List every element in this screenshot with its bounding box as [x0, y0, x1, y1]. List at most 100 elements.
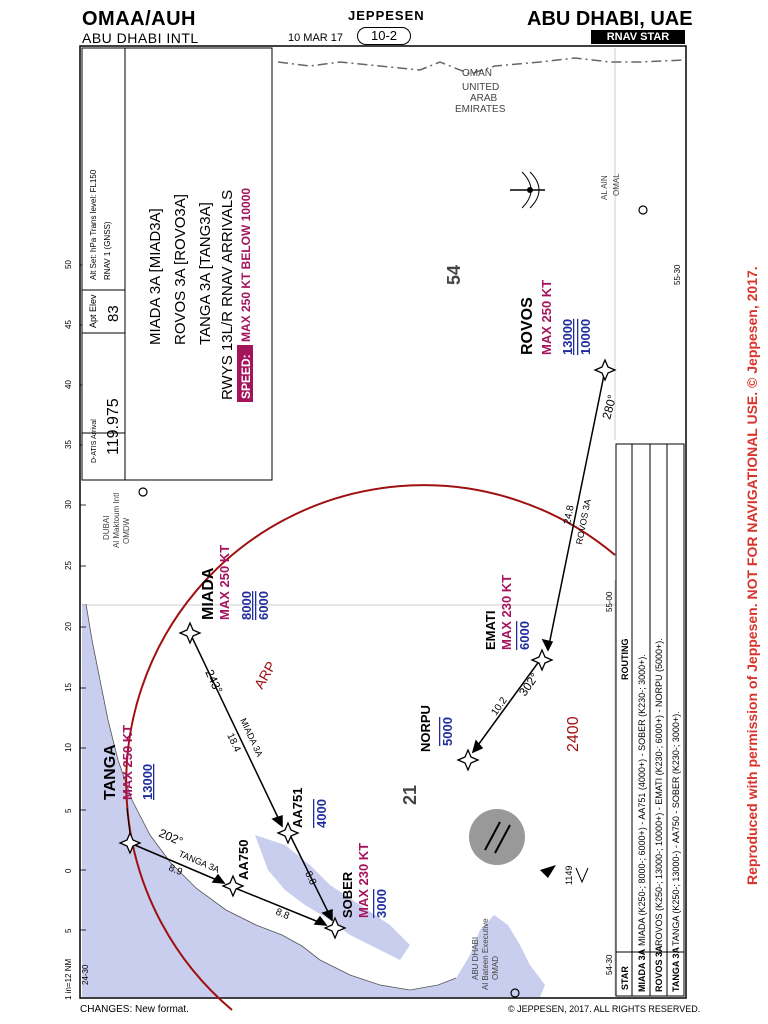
- routing-title: ROUTING: [620, 639, 630, 681]
- scale-tick: 10: [64, 743, 73, 752]
- tanga-leg-name: TANGA 3A: [177, 849, 221, 875]
- apt-elev-value: 83: [105, 305, 122, 322]
- bateen-label: Al Bateen Executive: [481, 918, 490, 990]
- msa-2400: 2400: [565, 716, 582, 752]
- fix-tanga-alt: 13000: [140, 764, 155, 800]
- scale-tick: 35: [64, 440, 73, 449]
- routing-row-star: MIADA 3A: [637, 948, 647, 992]
- scale-tick: 50: [64, 260, 73, 269]
- fix-rovos-alt-max: 13000: [560, 319, 575, 355]
- miada-dist: 18.4: [224, 732, 242, 755]
- fix-miada-speed: MAX 250 KT: [217, 545, 232, 620]
- speed-label: SPEED:: [239, 354, 253, 399]
- fix-miada-icon: [178, 621, 202, 645]
- fix-miada-alt-max: 8000: [239, 591, 254, 620]
- obstacle-elev: 1149: [564, 866, 574, 885]
- procedure-tanga: TANGA 3A [TANG3A]: [197, 202, 214, 345]
- bateen-label: ABU DHABI: [471, 937, 480, 980]
- lon-label: 55-00: [605, 591, 614, 612]
- not-to-scale-icon: [469, 809, 525, 865]
- rnav-spec: RNAV 1 (GNSS): [103, 221, 112, 280]
- fix-rovos-speed: MAX 250 KT: [539, 280, 554, 355]
- scale-tick: 15: [64, 683, 73, 692]
- routing-star-header: STAR: [620, 966, 630, 990]
- fix-sober-alt: 3000: [374, 889, 389, 918]
- miada-course: 243°: [202, 667, 225, 696]
- fix-rovos-icon: [593, 358, 617, 382]
- scale-tick: 20: [64, 622, 73, 631]
- fix-miada-alt-min: 6000: [256, 591, 271, 620]
- fix-emati-name: EMATI: [483, 611, 498, 650]
- alain-label: AL AIN: [600, 175, 609, 200]
- country-label: EMIRATES: [455, 104, 506, 115]
- scale-label: 1 in=12 NM: [64, 959, 73, 1000]
- north-arrow-icon: [510, 171, 545, 209]
- copyright-note: © JEPPESEN, 2017. ALL RIGHTS RESERVED.: [508, 1004, 701, 1014]
- fix-norpu-name: NORPU: [418, 705, 433, 752]
- rovos-dist: 24.8: [562, 504, 577, 526]
- fix-aa751-icon: [276, 821, 300, 845]
- msa-54: 54: [444, 265, 464, 285]
- routing-row-route: TANGA (K250-; 13000-) - AA750 - SOBER (K…: [671, 711, 681, 946]
- scale-tick: 25: [64, 561, 73, 570]
- dubai-label: OMDW: [122, 517, 131, 544]
- airport-icon: [638, 205, 648, 215]
- airport-code: OMAA/AUH: [82, 8, 196, 30]
- fix-rovos-name: ROVOS: [519, 297, 536, 355]
- scale-tick: 0: [64, 868, 73, 873]
- procedure-miada: MIADA 3A [MIAD3A]: [147, 208, 164, 345]
- airport-icon: [138, 487, 148, 497]
- fix-tanga-icon: [118, 831, 142, 855]
- fix-emati-speed: MAX 230 KT: [499, 575, 514, 650]
- fix-aa750-icon: [221, 874, 245, 898]
- country-label: OMAN: [462, 68, 492, 79]
- procedure-rovos: ROVOS 3A [ROVO3A]: [172, 194, 189, 345]
- changes-note: CHANGES: New format.: [80, 1004, 189, 1015]
- fix-miada-name: MIADA: [200, 567, 217, 620]
- fix-aa751-name: AA751: [290, 788, 305, 828]
- scale-tick: 5: [64, 808, 73, 813]
- dubai-label: DUBAI: [102, 516, 111, 540]
- fix-sober-speed: MAX 230 KT: [356, 843, 371, 918]
- routing-row-star: ROVOS 3A: [654, 945, 664, 992]
- scale-tick: 40: [64, 380, 73, 389]
- rovos-course: 280°: [599, 393, 619, 421]
- routing-row-star: TANGA 3A: [671, 946, 681, 992]
- fix-aa751-alt: 4000: [314, 799, 329, 828]
- country-label: ARAB: [470, 93, 498, 104]
- fix-aa750-name: AA750: [236, 840, 251, 880]
- aa751-dist: 8.8: [302, 870, 318, 888]
- lon-label: 54-30: [605, 954, 614, 975]
- country-label: UNITED: [462, 82, 499, 93]
- fix-norpu-alt: 5000: [440, 717, 455, 746]
- miada-leg-name: MIADA 3A: [238, 717, 265, 759]
- fix-rovos-alt-min: 10000: [578, 319, 593, 355]
- fix-emati-icon: [530, 648, 554, 672]
- city-name: ABU DHABI, UAE: [527, 8, 693, 30]
- datis-label: D-ATIS Arrival: [91, 419, 98, 463]
- fix-emati-alt: 6000: [517, 621, 532, 650]
- airport-name: ABU DHABI INTL: [82, 30, 199, 46]
- fix-sober-icon: [323, 916, 347, 940]
- dubai-label: Al Maktoum Intl: [112, 493, 121, 548]
- speed-restriction: MAX 250 KT BELOW 10000: [239, 188, 253, 342]
- arp-label: ARP: [251, 659, 279, 692]
- scale-tick: 5: [64, 928, 73, 933]
- emati-course: 302°: [516, 670, 542, 699]
- routing-row-route: ROVOS (K250-; 13000-; 10000+) - EMATI (K…: [654, 638, 664, 946]
- chart-date: 10 MAR 17: [288, 32, 344, 44]
- aa750-dist: 8.8: [274, 907, 291, 923]
- fix-sober-name: SOBER: [340, 871, 355, 918]
- chart-number: 10-2: [357, 27, 411, 45]
- obstacle-icon: [540, 865, 589, 884]
- lon-label: 55-30: [673, 264, 682, 285]
- alain-label: OMAL: [612, 173, 621, 196]
- airport-icon: [510, 988, 520, 998]
- chart-type: RNAV STAR: [591, 30, 685, 44]
- fix-norpu-icon: [456, 748, 480, 772]
- jeppesen-logo: JEPPESEN: [348, 8, 425, 23]
- fix-tanga-name: TANGA: [102, 744, 119, 800]
- apt-elev-label: Apt Elev: [88, 294, 98, 328]
- scale-tick: 30: [64, 500, 73, 509]
